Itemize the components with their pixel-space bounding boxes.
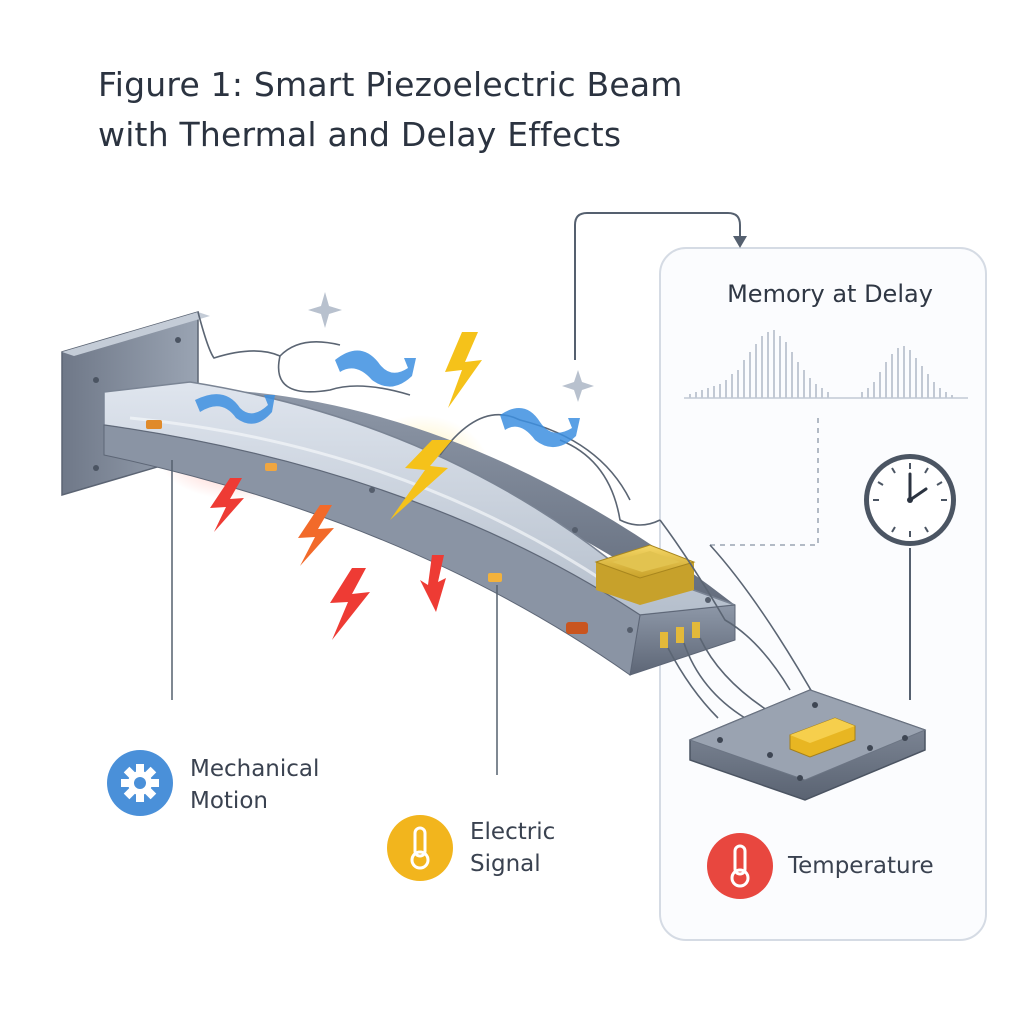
gear-icon bbox=[107, 750, 173, 816]
clock-icon bbox=[864, 454, 956, 546]
piezoelectric-beam bbox=[103, 381, 736, 676]
legend-mechanical-line2: Motion bbox=[190, 788, 268, 814]
piezo-patch bbox=[265, 463, 277, 471]
circuit-board bbox=[688, 689, 927, 801]
piezo-patch bbox=[488, 573, 502, 582]
panel-title: Memory at Delay bbox=[727, 280, 933, 308]
sensor-chip bbox=[594, 544, 696, 605]
panel-connection-wire bbox=[574, 212, 741, 360]
arrow-head-icon bbox=[733, 236, 747, 248]
legend-mechanical-label: Mechanical Motion bbox=[190, 753, 319, 817]
thermometer-icon bbox=[387, 815, 453, 881]
legend-temperature-line1: Temperature bbox=[788, 853, 934, 879]
connector-pins bbox=[660, 622, 700, 648]
legend-electric-line2: Signal bbox=[470, 851, 541, 877]
waveform-histogram bbox=[684, 330, 968, 399]
delay-dashed-line bbox=[710, 418, 819, 546]
piezo-patch bbox=[146, 420, 162, 429]
sparkle-icon bbox=[562, 370, 594, 402]
legend-electric-line1: Electric bbox=[470, 819, 556, 845]
title-line-2: with Thermal and Delay Effects bbox=[98, 115, 622, 154]
title-line-1: Figure 1: Smart Piezoelectric Beam bbox=[98, 65, 683, 104]
piezo-patch bbox=[566, 622, 588, 634]
figure-title: Figure 1: Smart Piezoelectric Beam with … bbox=[98, 60, 898, 160]
mechanical-wave-icon bbox=[195, 350, 580, 448]
legend-temperature-label: Temperature bbox=[788, 850, 934, 882]
sparkle-icon bbox=[308, 292, 342, 328]
legend-mechanical-line1: Mechanical bbox=[190, 756, 320, 782]
thermal-bolt-icon bbox=[210, 478, 446, 640]
signal-wires bbox=[197, 311, 821, 719]
legend-electric-label: Electric Signal bbox=[470, 816, 555, 880]
thermometer-icon bbox=[707, 833, 773, 899]
electric-bolt-icon bbox=[390, 332, 482, 520]
